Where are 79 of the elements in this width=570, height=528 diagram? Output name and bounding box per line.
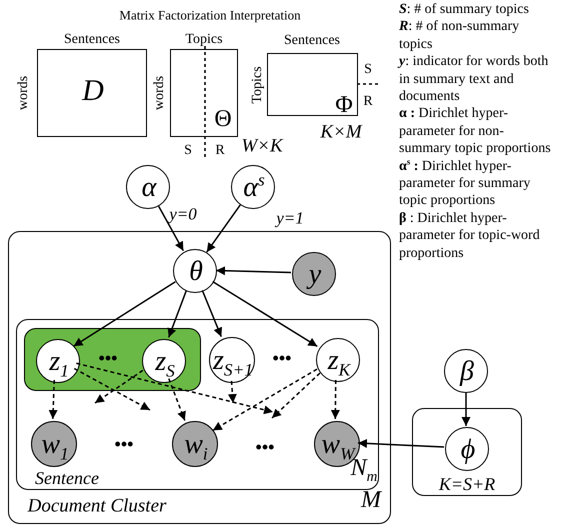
axis-label: Sentences xyxy=(284,34,340,48)
ellipsis-dots: ••• xyxy=(114,435,134,453)
plate-label: K=S+R xyxy=(438,475,496,493)
variable-label: z$_{S}$ xyxy=(155,348,175,376)
variable-label: β xyxy=(460,358,474,386)
matrix-box xyxy=(267,53,358,116)
arrow xyxy=(168,378,186,421)
axis-label: R xyxy=(215,144,225,158)
variable-label: z$_{1}$ xyxy=(49,348,69,376)
variable-circle xyxy=(126,165,170,209)
variable-label: α$^{s}$ xyxy=(243,174,265,202)
plate-label: Document Cluster xyxy=(28,496,166,516)
arrow xyxy=(94,370,144,404)
arrow xyxy=(74,368,150,411)
arrow xyxy=(48,380,58,420)
ellipsis-dots: ••• xyxy=(272,349,292,367)
axis-label: W×K xyxy=(241,136,283,156)
variable-label: w$_{i}$ xyxy=(184,431,208,459)
axis-label: words xyxy=(17,76,31,110)
plate-label: N$_{m}$ xyxy=(350,456,378,480)
arrow xyxy=(206,204,241,252)
arrow xyxy=(462,393,470,426)
axis-label: words xyxy=(153,76,167,110)
axis-label: R xyxy=(363,95,373,109)
variable-circle xyxy=(316,338,360,382)
variable-label: w$_{1}$ xyxy=(41,431,69,459)
notation-note: β : Dirichlet hyper-parameter for topic-word proportions xyxy=(399,210,541,262)
axis-label: K×M xyxy=(320,122,362,142)
ellipsis-dots: ••• xyxy=(98,349,118,367)
variable-circle xyxy=(142,339,186,383)
arrow xyxy=(202,290,222,337)
variable-label: α xyxy=(142,174,156,202)
arrow xyxy=(168,290,187,338)
variable-label: z$_{K}$ xyxy=(328,347,350,375)
axis-label: S xyxy=(364,63,372,77)
edge-label: y=0 xyxy=(169,206,197,222)
matrix-symbol: Φ xyxy=(335,93,353,117)
plate-label: Sentence xyxy=(35,469,99,487)
observed-variable-circle xyxy=(172,421,218,467)
arrow xyxy=(228,380,237,404)
variable-label: w$_{W}$ xyxy=(321,431,355,459)
diagram-title: Matrix Factorization Interpretation xyxy=(119,8,301,22)
axis-label: Topics xyxy=(251,66,265,104)
plate xyxy=(8,231,391,524)
variable-circle xyxy=(36,339,80,383)
matrix-box xyxy=(170,49,238,137)
variable-circle xyxy=(445,427,489,471)
variable-circle xyxy=(173,249,217,293)
plate xyxy=(412,408,522,496)
topic-group-box xyxy=(24,328,201,391)
variable-label: ϕ xyxy=(460,436,476,464)
observed-variable-circle xyxy=(31,421,77,467)
variable-circle xyxy=(231,165,275,209)
matrix-symbol: D xyxy=(82,76,104,106)
plate-label: M xyxy=(361,488,381,512)
arrow xyxy=(212,368,318,431)
variable-circle xyxy=(209,337,255,383)
edge-label: y=1 xyxy=(276,210,304,226)
variable-circle xyxy=(444,349,488,393)
arrow xyxy=(358,438,444,448)
matrix-symbol: Θ xyxy=(214,107,232,131)
notation-note: S: # of summary topics xyxy=(399,1,530,18)
observed-variable-circle xyxy=(292,252,336,296)
arrow xyxy=(73,281,176,347)
variable-label: z$_{S+1}$ xyxy=(213,347,253,375)
arrow xyxy=(271,372,320,419)
arrow xyxy=(76,362,274,414)
axis-label: S xyxy=(184,144,192,158)
matrix-box xyxy=(37,49,147,137)
arrow xyxy=(216,266,292,276)
axis-label: Sentences xyxy=(64,33,120,47)
arrow xyxy=(330,380,340,419)
variable-label: y xyxy=(308,261,322,289)
variable-label: θ xyxy=(189,258,203,286)
axis-label: Topics xyxy=(185,33,223,47)
ellipsis-dots: ••• xyxy=(256,438,274,456)
arrow xyxy=(158,206,184,252)
plate xyxy=(16,319,379,490)
arrow xyxy=(212,280,318,348)
